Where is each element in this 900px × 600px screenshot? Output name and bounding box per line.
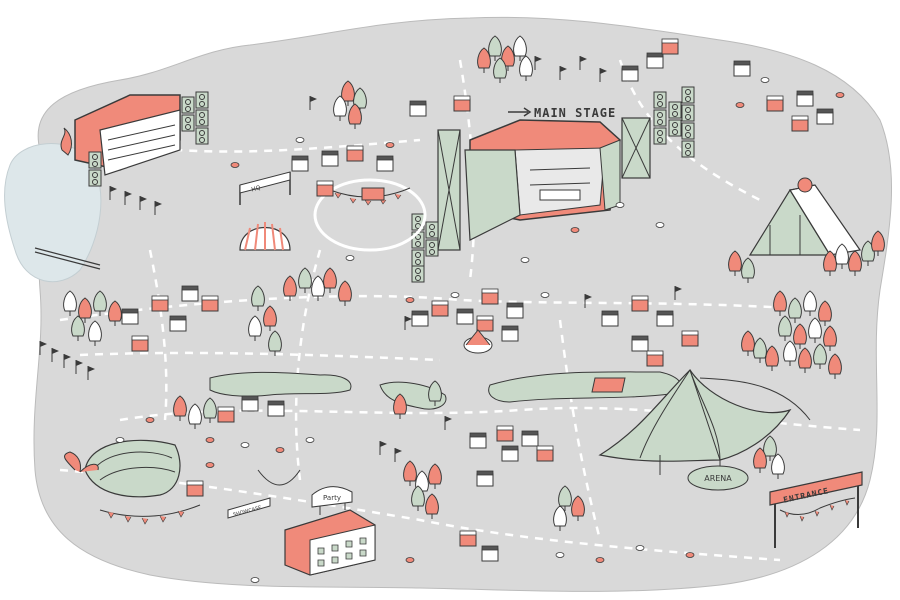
svg-text:HQ: HQ xyxy=(251,184,262,193)
svg-text:Party: Party xyxy=(323,494,341,502)
pier xyxy=(34,247,101,270)
bunting-south xyxy=(99,469,301,525)
arena-sign: ARENA xyxy=(687,465,749,491)
side-stage-sign: HQ xyxy=(239,171,291,205)
main-stage-tower-right xyxy=(621,117,651,179)
west-stage[interactable] xyxy=(74,94,181,176)
hedge-west xyxy=(209,371,352,397)
palm-decoration xyxy=(64,451,99,473)
svg-text:ARENA: ARENA xyxy=(704,474,732,483)
party-sign: Party xyxy=(311,486,353,515)
carousel[interactable] xyxy=(463,329,493,354)
main-stage-tower-left xyxy=(437,129,461,251)
main-stage[interactable] xyxy=(464,119,621,241)
bunting-circle xyxy=(313,178,427,252)
flame-decoration xyxy=(60,127,72,156)
canopy-tent[interactable] xyxy=(598,369,811,485)
main-stage-label: MAIN STAGE xyxy=(534,106,616,120)
shell-stage[interactable] xyxy=(239,222,291,251)
hedge-red-segment xyxy=(591,377,626,393)
disco-ball-icon xyxy=(797,177,813,193)
party-house[interactable] xyxy=(284,509,376,576)
main-stage-sign: MAIN STAGE xyxy=(508,106,616,120)
inflatable-dome[interactable] xyxy=(84,439,181,498)
